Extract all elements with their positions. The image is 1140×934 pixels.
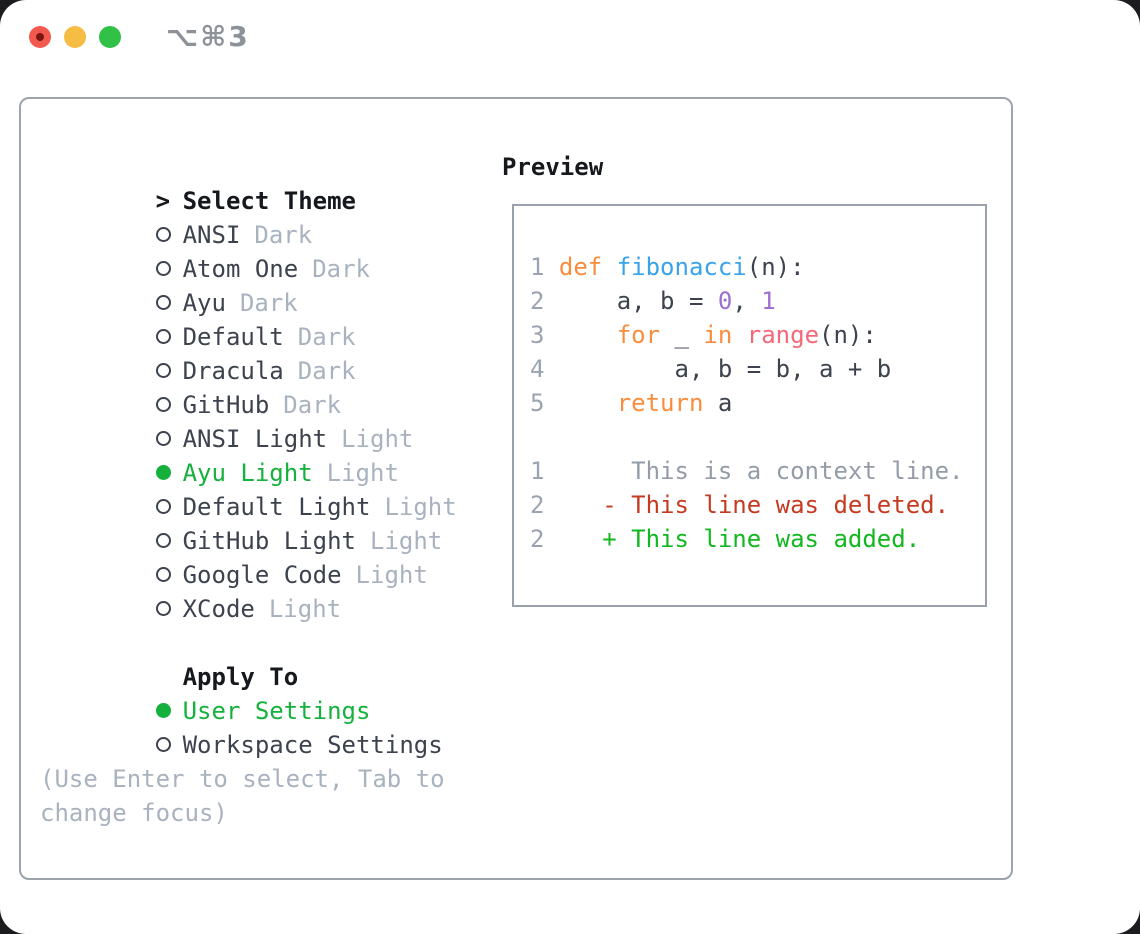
- hint-line: (Use Enter to select, Tab to: [40, 765, 445, 793]
- radio-icon: [155, 524, 183, 558]
- maximize-button[interactable]: [99, 26, 121, 48]
- radio-icon: [155, 490, 183, 524]
- preview-code-line: 1 def fibonacci(n):: [530, 253, 805, 281]
- preview-code: 1 def fibonacci(n): 2 a, b = 0, 1 3 for _ …: [514, 206, 985, 556]
- radio-icon: [155, 218, 183, 252]
- radio-icon: [155, 592, 183, 626]
- radio-icon: [155, 320, 183, 354]
- radio-icon: [155, 388, 183, 422]
- radio-icon: [155, 286, 183, 320]
- preview-box: 1 def fibonacci(n): 2 a, b = 0, 1 3 for _ …: [512, 204, 987, 607]
- preview-code-line: 1 This is a context line.: [530, 457, 964, 485]
- minimize-button[interactable]: [64, 26, 86, 48]
- preview-code-line: 2 + This line was added.: [530, 525, 921, 553]
- close-button[interactable]: [29, 26, 51, 48]
- preview-code-line: 5 return a: [530, 389, 733, 417]
- preview-code-line: [530, 420, 985, 454]
- radio-icon: [155, 354, 183, 388]
- select-theme-title: Select Theme: [182, 187, 356, 215]
- radio-icon: [155, 728, 183, 762]
- radio-selected-icon: [155, 694, 183, 728]
- radio-icon: [155, 558, 183, 592]
- prompt-caret-icon: >: [155, 187, 171, 215]
- radio-selected-icon: [155, 456, 183, 490]
- preview-code-line: 2 a, b = 0, 1: [530, 287, 776, 315]
- preview-code-line: 4 a, b = b, a + b: [530, 355, 892, 383]
- apply-to-header: Apply To: [182, 663, 299, 691]
- close-dot-icon: [36, 33, 44, 41]
- apply-option-workspace-settings[interactable]: Workspace Settings: [40, 694, 495, 759]
- window-titlebar: ⌥⌘3: [0, 0, 1140, 74]
- radio-icon: [155, 252, 183, 286]
- hint-line: change focus): [40, 799, 228, 827]
- preview-title: Preview: [502, 153, 604, 181]
- preview-code-line: 3 for _ in range(n):: [530, 321, 877, 349]
- window-title: ⌥⌘3: [166, 20, 250, 53]
- select-theme-header: > Select Theme: [40, 150, 495, 215]
- apply-option-user-settings[interactable]: User Settings: [40, 660, 495, 725]
- keyboard-hint: (Use Enter to select, Tab to change focu…: [40, 762, 495, 830]
- radio-icon: [155, 422, 183, 456]
- preview-code-line: 2 - This line was deleted.: [530, 491, 950, 519]
